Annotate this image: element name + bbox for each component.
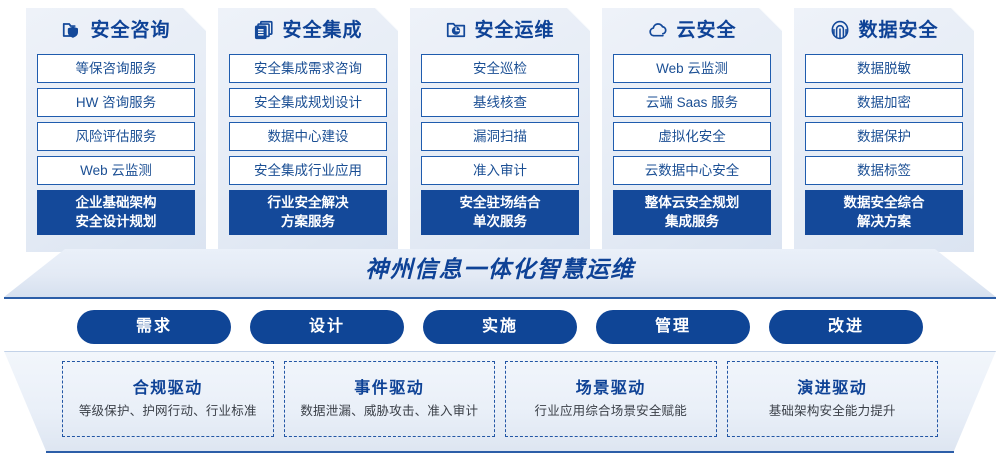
pillar-item[interactable]: 安全集成规划设计: [229, 88, 387, 117]
phase-pill-design[interactable]: 设计: [250, 310, 404, 344]
platform-banner: 神州信息一体化智慧运维: [4, 249, 996, 299]
pillar-title: 安全运维: [474, 19, 555, 41]
pillar-highlight-line2: 集成服务: [665, 213, 719, 229]
pillar-item[interactable]: 云数据中心安全: [613, 156, 771, 185]
pillar-item[interactable]: 安全巡检: [421, 54, 579, 83]
pillar-item[interactable]: 等保咨询服务: [37, 54, 195, 83]
pillar-highlight-line2: 解决方案: [857, 213, 911, 229]
pillar-highlight[interactable]: 整体云安全规划 集成服务: [613, 190, 771, 235]
drivers-section: 合规驱动 等级保护、护网行动、行业标准 事件驱动 数据泄漏、威胁攻击、准入审计 …: [4, 351, 996, 453]
phase-pill-row: 需求 设计 实施 管理 改进: [0, 310, 1000, 344]
driver-subtitle: 数据泄漏、威胁攻击、准入审计: [300, 403, 479, 418]
pillar-item[interactable]: 安全集成行业应用: [229, 156, 387, 185]
phase-pill-implementation[interactable]: 实施: [423, 310, 577, 344]
pillar-item[interactable]: 漏洞扫描: [421, 122, 579, 151]
driver-subtitle: 基础架构安全能力提升: [768, 403, 896, 418]
pillar-title: 数据安全: [858, 19, 939, 41]
pillar-item[interactable]: 虚拟化安全: [613, 122, 771, 151]
phase-pill-management[interactable]: 管理: [596, 310, 750, 344]
driver-title: 事件驱动: [354, 379, 425, 397]
pillar-item[interactable]: 数据保护: [805, 122, 963, 151]
pillar-header: 云安全: [613, 8, 771, 54]
monitor-chart-icon: [445, 19, 467, 41]
pillar-highlight-line2: 安全设计规划: [75, 213, 157, 229]
pillar-header: 安全运维: [421, 8, 579, 54]
driver-title: 演进驱动: [797, 379, 868, 397]
pillar-highlight-line1: 数据安全综合: [843, 194, 925, 210]
pillar-highlight[interactable]: 安全驻场结合 单次服务: [421, 190, 579, 235]
pillar-card-security-consulting[interactable]: 安全咨询 等保咨询服务 HW 咨询服务 风险评估服务 Web 云监测 企业基础架…: [26, 8, 206, 252]
pillar-highlight-line1: 行业安全解决: [267, 194, 349, 210]
pillar-item[interactable]: 数据加密: [805, 88, 963, 117]
folder-shield-icon: [61, 19, 83, 41]
pillar-highlight-line2: 单次服务: [473, 213, 527, 229]
driver-title: 合规驱动: [132, 379, 203, 397]
driver-card-compliance[interactable]: 合规驱动 等级保护、护网行动、行业标准: [62, 361, 274, 437]
pillar-header: 安全集成: [229, 8, 387, 54]
pillar-item[interactable]: 风险评估服务: [37, 122, 195, 151]
pillar-item[interactable]: 基线核查: [421, 88, 579, 117]
driver-subtitle: 等级保护、护网行动、行业标准: [78, 403, 257, 418]
pillar-card-data-security[interactable]: 数据安全 数据脱敏 数据加密 数据保护 数据标签 数据安全综合 解决方案: [794, 8, 974, 252]
pillar-item[interactable]: Web 云监测: [613, 54, 771, 83]
driver-card-incident[interactable]: 事件驱动 数据泄漏、威胁攻击、准入审计: [283, 361, 495, 437]
phase-pill-improvement[interactable]: 改进: [769, 310, 923, 344]
pillar-header: 数据安全: [805, 8, 963, 54]
pillar-item[interactable]: 数据脱敏: [805, 54, 963, 83]
driver-subtitle: 行业应用综合场景安全赋能: [534, 403, 687, 418]
pillar-item[interactable]: 安全集成需求咨询: [229, 54, 387, 83]
pillar-item[interactable]: 数据标签: [805, 156, 963, 185]
pillar-highlight[interactable]: 企业基础架构 安全设计规划: [37, 190, 195, 235]
pillar-card-cloud-security[interactable]: 云安全 Web 云监测 云端 Saas 服务 虚拟化安全 云数据中心安全 整体云…: [602, 8, 782, 252]
drivers-base-line: [46, 451, 954, 453]
stacked-documents-icon: [253, 19, 275, 41]
pillar-card-security-operations[interactable]: 安全运维 安全巡检 基线核查 漏洞扫描 准入审计 安全驻场结合 单次服务: [410, 8, 590, 252]
pillar-highlight[interactable]: 数据安全综合 解决方案: [805, 190, 963, 235]
fingerprint-icon: [829, 19, 851, 41]
pillar-title: 安全咨询: [90, 19, 171, 41]
banner-trapezoid-shape: [4, 249, 996, 299]
pillar-card-row: 安全咨询 等保咨询服务 HW 咨询服务 风险评估服务 Web 云监测 企业基础架…: [0, 8, 1000, 256]
drivers-grid: 合规驱动 等级保护、护网行动、行业标准 事件驱动 数据泄漏、威胁攻击、准入审计 …: [62, 361, 938, 437]
driver-card-scenario[interactable]: 场景驱动 行业应用综合场景安全赋能: [505, 361, 717, 437]
pillar-highlight-line2: 方案服务: [281, 213, 335, 229]
pillar-header: 安全咨询: [37, 8, 195, 54]
pillar-highlight-line1: 安全驻场结合: [459, 194, 541, 210]
pillar-title: 云安全: [676, 19, 737, 41]
driver-card-evolution[interactable]: 演进驱动 基础架构安全能力提升: [726, 361, 938, 437]
driver-title: 场景驱动: [575, 379, 646, 397]
pillar-card-security-integration[interactable]: 安全集成 安全集成需求咨询 安全集成规划设计 数据中心建设 安全集成行业应用 行…: [218, 8, 398, 252]
pillar-title: 安全集成: [282, 19, 363, 41]
pillar-item[interactable]: 准入审计: [421, 156, 579, 185]
pillar-item[interactable]: HW 咨询服务: [37, 88, 195, 117]
pillar-highlight-line1: 整体云安全规划: [644, 194, 740, 210]
pillar-item[interactable]: Web 云监测: [37, 156, 195, 185]
phase-pill-demand[interactable]: 需求: [77, 310, 231, 344]
pillar-item[interactable]: 云端 Saas 服务: [613, 88, 771, 117]
pillar-highlight[interactable]: 行业安全解决 方案服务: [229, 190, 387, 235]
pillar-item[interactable]: 数据中心建设: [229, 122, 387, 151]
pillar-highlight-line1: 企业基础架构: [75, 194, 157, 210]
banner-title: 神州信息一体化智慧运维: [365, 256, 635, 282]
cloud-icon: [647, 19, 669, 41]
